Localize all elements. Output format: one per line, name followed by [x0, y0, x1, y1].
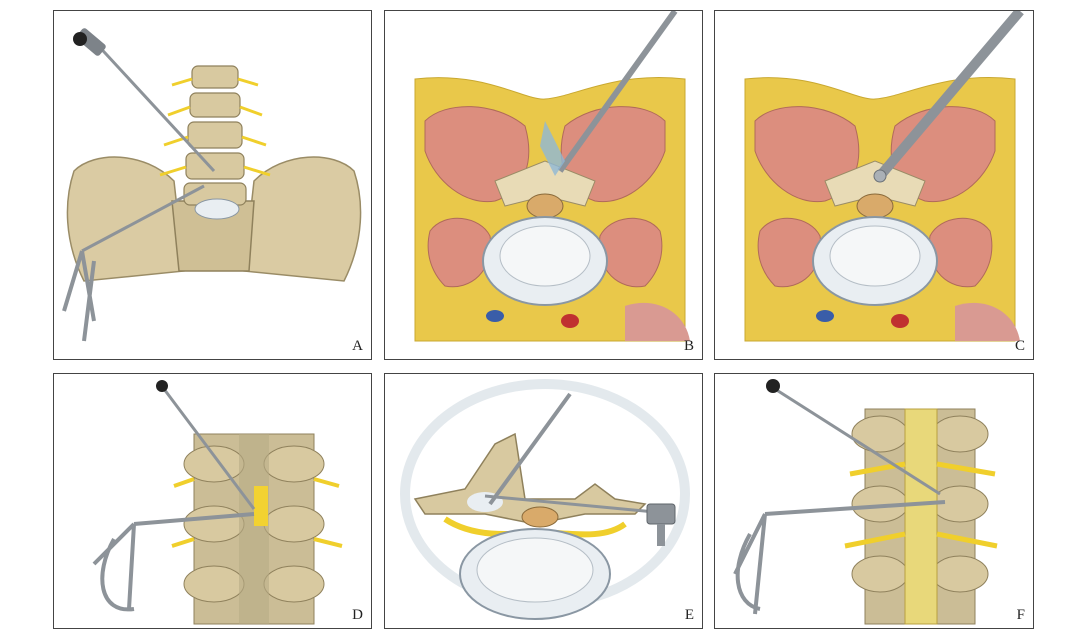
- panel-d-illustration: [92, 380, 343, 625]
- panel-a: A: [53, 10, 372, 360]
- panel-b-illustration: [414, 11, 690, 342]
- panel-d: D: [53, 373, 372, 629]
- panel-label: D: [352, 607, 363, 623]
- panel-label: E: [684, 607, 694, 623]
- panel-f: F: [714, 373, 1034, 629]
- panel-label: F: [1016, 607, 1025, 623]
- panel-c-illustration: [744, 11, 1024, 342]
- panel-b: B: [384, 10, 703, 360]
- panel-a-illustration: [62, 28, 362, 342]
- panel-label: C: [1014, 338, 1025, 354]
- panel-label: A: [352, 338, 363, 354]
- panel-label: B: [683, 338, 694, 354]
- panel-c: C: [714, 10, 1034, 360]
- panel-f-illustration: [733, 379, 998, 625]
- panel-e-illustration: [400, 379, 690, 620]
- panel-e: E: [384, 373, 703, 629]
